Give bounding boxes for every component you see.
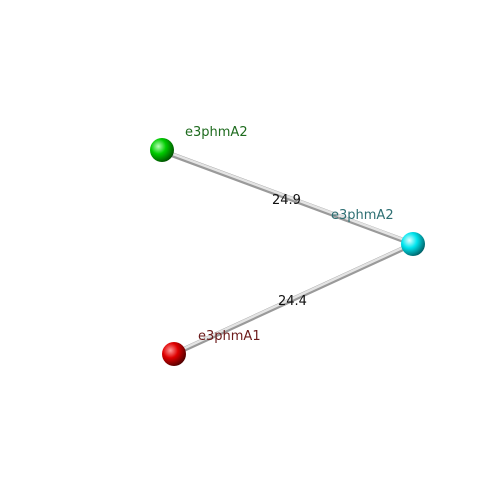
node-label-e3phmA1-red: e3phmA1 xyxy=(198,329,261,344)
edge-a2-green-to-a2-cyan xyxy=(159,148,416,247)
edge-label-24-9: 24.9 xyxy=(272,193,301,208)
edge-label-24-4: 24.4 xyxy=(278,294,307,309)
node-e3phmA1-red[interactable] xyxy=(162,342,186,366)
node-e3phmA2-cyan[interactable] xyxy=(401,232,425,256)
node-label-e3phmA2-cyan: e3phmA2 xyxy=(331,208,394,223)
nodes xyxy=(150,138,425,366)
edges xyxy=(159,148,416,357)
node-label-e3phmA2-green: e3phmA2 xyxy=(185,125,248,140)
node-e3phmA2-green[interactable] xyxy=(150,138,174,162)
edge-a1-red-to-a2-cyan xyxy=(171,241,416,357)
